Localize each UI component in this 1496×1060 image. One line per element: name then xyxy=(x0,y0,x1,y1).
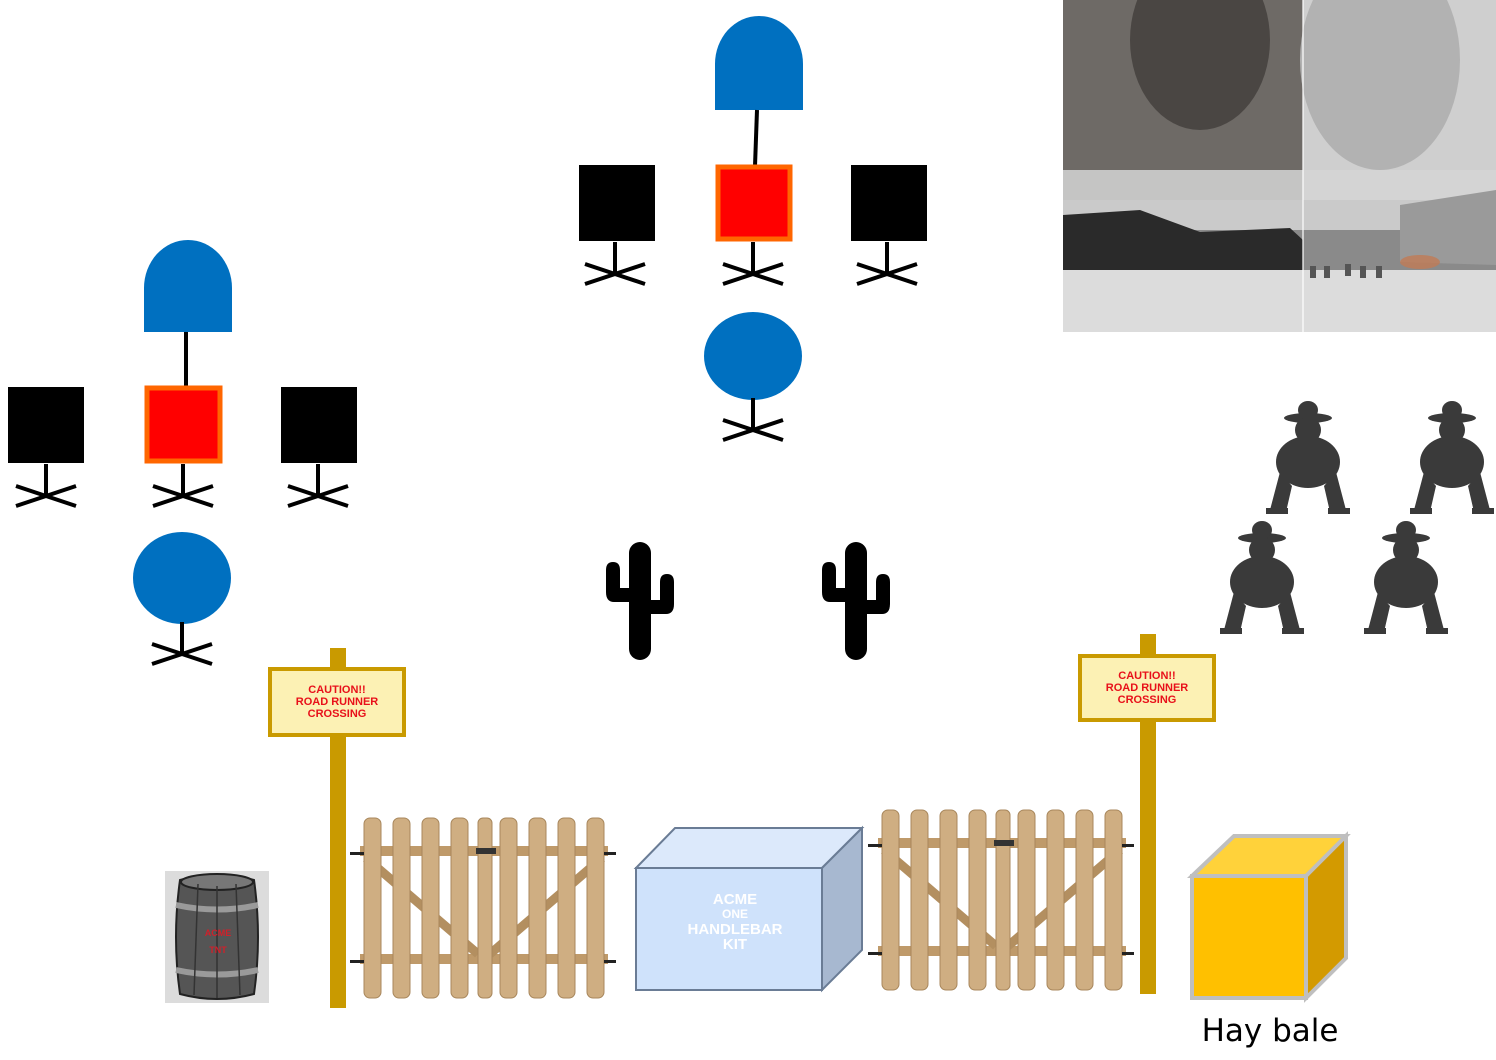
left-helmet xyxy=(144,240,232,332)
right-sign-line-2: ROAD RUNNER xyxy=(1105,682,1189,694)
left-legs-1 xyxy=(14,462,78,508)
left-caution-sign: CAUTION!! ROAD RUNNER CROSSING xyxy=(268,667,406,737)
left-black-square-1 xyxy=(8,387,84,463)
left-blue-ball xyxy=(133,532,231,624)
hay-bale-label: Hay bale xyxy=(1201,1013,1339,1049)
top-neck-line xyxy=(753,109,759,167)
left-fence-gate xyxy=(350,818,616,998)
crate-line-4: KIT xyxy=(722,936,748,953)
left-black-square-2 xyxy=(281,387,357,463)
cowboy-silhouette-3 xyxy=(1220,521,1304,634)
top-formation xyxy=(579,16,927,442)
crate-line-3: HANDLEBAR xyxy=(687,921,783,938)
left-legs-3 xyxy=(286,462,350,508)
right-sign-line-3: CROSSING xyxy=(1117,694,1177,706)
top-legs-4 xyxy=(721,396,785,442)
cowboy-silhouette-1 xyxy=(1266,401,1350,514)
acme-crate xyxy=(633,825,865,993)
left-formation xyxy=(8,240,357,666)
top-legs-3 xyxy=(855,240,919,286)
left-sign-line-2: ROAD RUNNER xyxy=(295,696,379,708)
cowboy-silhouette-2 xyxy=(1410,401,1494,514)
barrel-line-1: ACME xyxy=(204,928,232,938)
left-legs-4 xyxy=(150,620,214,666)
cactus-2 xyxy=(822,542,890,660)
left-sign-line-3: CROSSING xyxy=(307,708,367,720)
right-sign-line-1: CAUTION!! xyxy=(1118,670,1176,682)
hay-bale-box xyxy=(1187,831,1351,1003)
crate-line-2: ONE xyxy=(721,907,748,921)
top-red-square xyxy=(715,164,793,242)
cactus-1 xyxy=(606,542,674,660)
barrel-label: ACME TNT xyxy=(190,928,246,956)
top-black-square-2 xyxy=(851,165,927,241)
cowboy-silhouette-4 xyxy=(1364,521,1448,634)
crate-label: ACME ONE HANDLEBAR KIT xyxy=(640,892,830,952)
western-photo xyxy=(1063,0,1496,332)
right-fence-gate xyxy=(868,810,1134,990)
left-red-square xyxy=(144,385,223,464)
top-black-square-1 xyxy=(579,165,655,241)
barrel-line-2: TNT xyxy=(209,945,227,955)
right-sign-post xyxy=(1140,634,1156,994)
left-legs-2 xyxy=(151,462,215,508)
top-legs-2 xyxy=(721,240,785,286)
tnt-barrel xyxy=(165,871,269,1003)
top-helmet xyxy=(715,16,803,110)
top-legs-1 xyxy=(583,240,647,286)
top-blue-ball xyxy=(704,312,802,400)
right-caution-sign: CAUTION!! ROAD RUNNER CROSSING xyxy=(1078,654,1216,722)
left-sign-line-1: CAUTION!! xyxy=(308,684,366,696)
left-sign-post xyxy=(330,648,346,1008)
crate-line-1: ACME xyxy=(712,891,758,908)
